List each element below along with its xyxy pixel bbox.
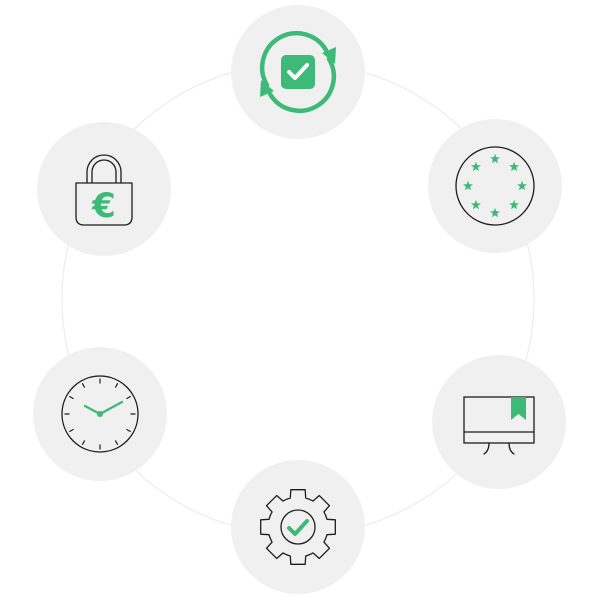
monitor-bookmark-icon <box>463 396 535 455</box>
node-monitor[interactable] <box>432 355 566 489</box>
sync-checkbox-icon <box>259 31 337 113</box>
padlock-euro-icon: € <box>75 154 133 226</box>
eu-star <box>463 180 473 191</box>
clock-tick <box>81 440 86 445</box>
clock-tick <box>114 440 119 445</box>
eu-star <box>509 199 520 210</box>
eu-stars-icon <box>455 146 535 226</box>
clock-tick <box>126 395 131 400</box>
node-clock[interactable] <box>33 347 167 481</box>
clock-tick <box>69 428 74 433</box>
eu-star <box>517 180 527 191</box>
eu-star <box>509 161 520 172</box>
eu-star <box>470 199 481 210</box>
node-sync[interactable] <box>231 5 365 139</box>
eu-star <box>490 153 500 164</box>
gear-check-icon <box>260 489 336 565</box>
clock-icon <box>61 375 139 453</box>
clock-tick <box>114 383 119 388</box>
euro-symbol: € <box>91 186 116 226</box>
node-gear[interactable] <box>231 460 365 594</box>
clock-tick <box>81 383 86 388</box>
clock-tick <box>126 428 131 433</box>
eu-star <box>470 161 481 172</box>
clock-tick <box>69 395 74 400</box>
node-eu[interactable] <box>428 119 562 253</box>
eu-star <box>490 207 500 218</box>
node-lock[interactable]: € <box>37 122 171 256</box>
